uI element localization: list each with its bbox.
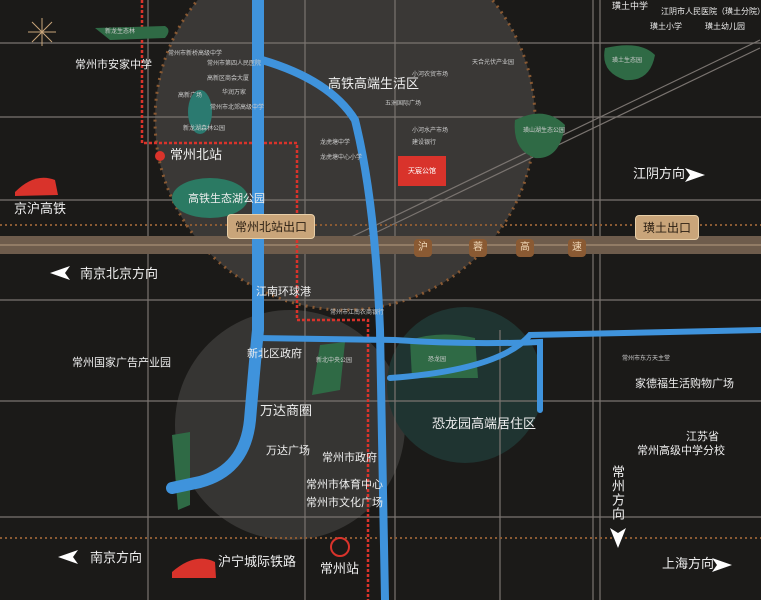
poi-label: 常州市体育中心 (306, 478, 383, 491)
poi-label: 新北区政府 (247, 347, 302, 360)
small-poi-label: 五洲国际广场 (385, 100, 422, 107)
poi-label: 江苏省 (686, 430, 719, 443)
poi-label: 家德福生活购物广场 (635, 377, 734, 390)
river (166, 0, 761, 600)
station-marker-icon (155, 151, 165, 161)
small-poi-label: 常州市东方天主堂 (622, 355, 671, 362)
highway-char: 沪 (414, 239, 432, 257)
park (312, 342, 345, 395)
small-poi-label: 龙虎塘中学 (320, 139, 351, 146)
small-poi-label: 恐龙园 (428, 356, 447, 363)
direction-label: 南京北京方向 (80, 267, 159, 282)
dino-district-circle (387, 307, 543, 463)
compass-icon (28, 18, 56, 46)
train-icon (172, 558, 216, 578)
station-label: 常州北站 (170, 148, 223, 163)
arrow-left-icon (50, 266, 70, 280)
rail-label: 京沪高铁 (14, 202, 67, 217)
small-poi-label: 新北中央公园 (316, 357, 353, 364)
small-poi-label: 璜土生态园 (612, 57, 643, 64)
park (172, 432, 190, 510)
arrow-down-icon (610, 528, 626, 548)
highway-char: 速 (568, 239, 586, 257)
direction-label: 上海方向 (662, 557, 715, 572)
direction-label: 南京方向 (90, 551, 143, 566)
small-poi-label: 新龙湖森林公园 (183, 125, 226, 132)
small-poi-label: 常州市江南农商银行 (330, 309, 385, 316)
poi-label: 高铁生态湖公园 (188, 192, 265, 205)
exit-label: 璜土出口 (635, 215, 700, 240)
rail-label: 沪宁城际铁路 (218, 555, 297, 570)
arrow-left-icon (58, 550, 78, 564)
poi-label: 常州市安家中学 (75, 58, 152, 71)
direction-label: 常州方向 (609, 465, 624, 521)
park (188, 90, 212, 134)
small-poi-label: 小河水产市场 (412, 127, 449, 134)
highway-char: 蓉 (469, 239, 487, 257)
arrow-right-icon (685, 168, 705, 182)
park (514, 113, 565, 159)
poi-label: 江南环球港 (256, 285, 311, 298)
poi-label: 璜土小学 (650, 22, 682, 31)
small-poi-label: 天合光伏产业园 (472, 59, 515, 66)
poi-label: 璜土中学 (612, 2, 649, 12)
train-icon (15, 177, 58, 196)
district-label: 万达商圈 (260, 404, 313, 419)
small-poi-label: 璜山湖生态公园 (523, 127, 566, 134)
small-poi-label: 建设银行 (412, 139, 437, 146)
poi-label: 万达广场 (266, 444, 310, 457)
station-label: 常州站 (320, 562, 360, 577)
station-icon (330, 537, 350, 557)
park (172, 178, 248, 218)
poi-label: 常州市政府 (322, 451, 377, 464)
poi-label: 常州国家广告产业园 (72, 356, 171, 369)
park (95, 26, 169, 40)
exit-label: 常州北站出口 (227, 214, 316, 239)
small-poi-label: 华润万家 (222, 89, 247, 96)
small-poi-label: 高新区商会大厦 (207, 75, 250, 82)
small-poi-label: 常州市第四人民医院 (207, 60, 262, 67)
park (604, 45, 655, 81)
small-poi-label: 龙虎塘中心小学 (320, 154, 363, 161)
small-poi-label: 常州市新桥高级中学 (168, 50, 223, 57)
direction-label: 江阴方向 (633, 167, 686, 182)
small-poi-label: 常州市北郊高级中学 (210, 104, 265, 111)
small-poi-label: 新龙生态林 (105, 28, 136, 35)
arrow-right-icon (712, 558, 732, 572)
highway-char: 高 (516, 239, 534, 257)
poi-label: 璜土幼儿园 (705, 22, 745, 31)
poi-label: 常州高级中学分校 (637, 444, 725, 457)
district-label: 恐龙园高端居住区 (432, 417, 537, 432)
project-marker[interactable]: 天宸公馆 (398, 156, 446, 186)
small-poi-label: 高新广场 (178, 92, 203, 99)
small-poi-label: 小河农贸市场 (412, 71, 449, 78)
poi-label: 常州市文化广场 (306, 496, 383, 509)
wanda-district-circle (175, 310, 405, 540)
district-label: 高铁高端生活区 (328, 77, 420, 92)
poi-label: 江阴市人民医院（璜土分院） (661, 7, 761, 16)
